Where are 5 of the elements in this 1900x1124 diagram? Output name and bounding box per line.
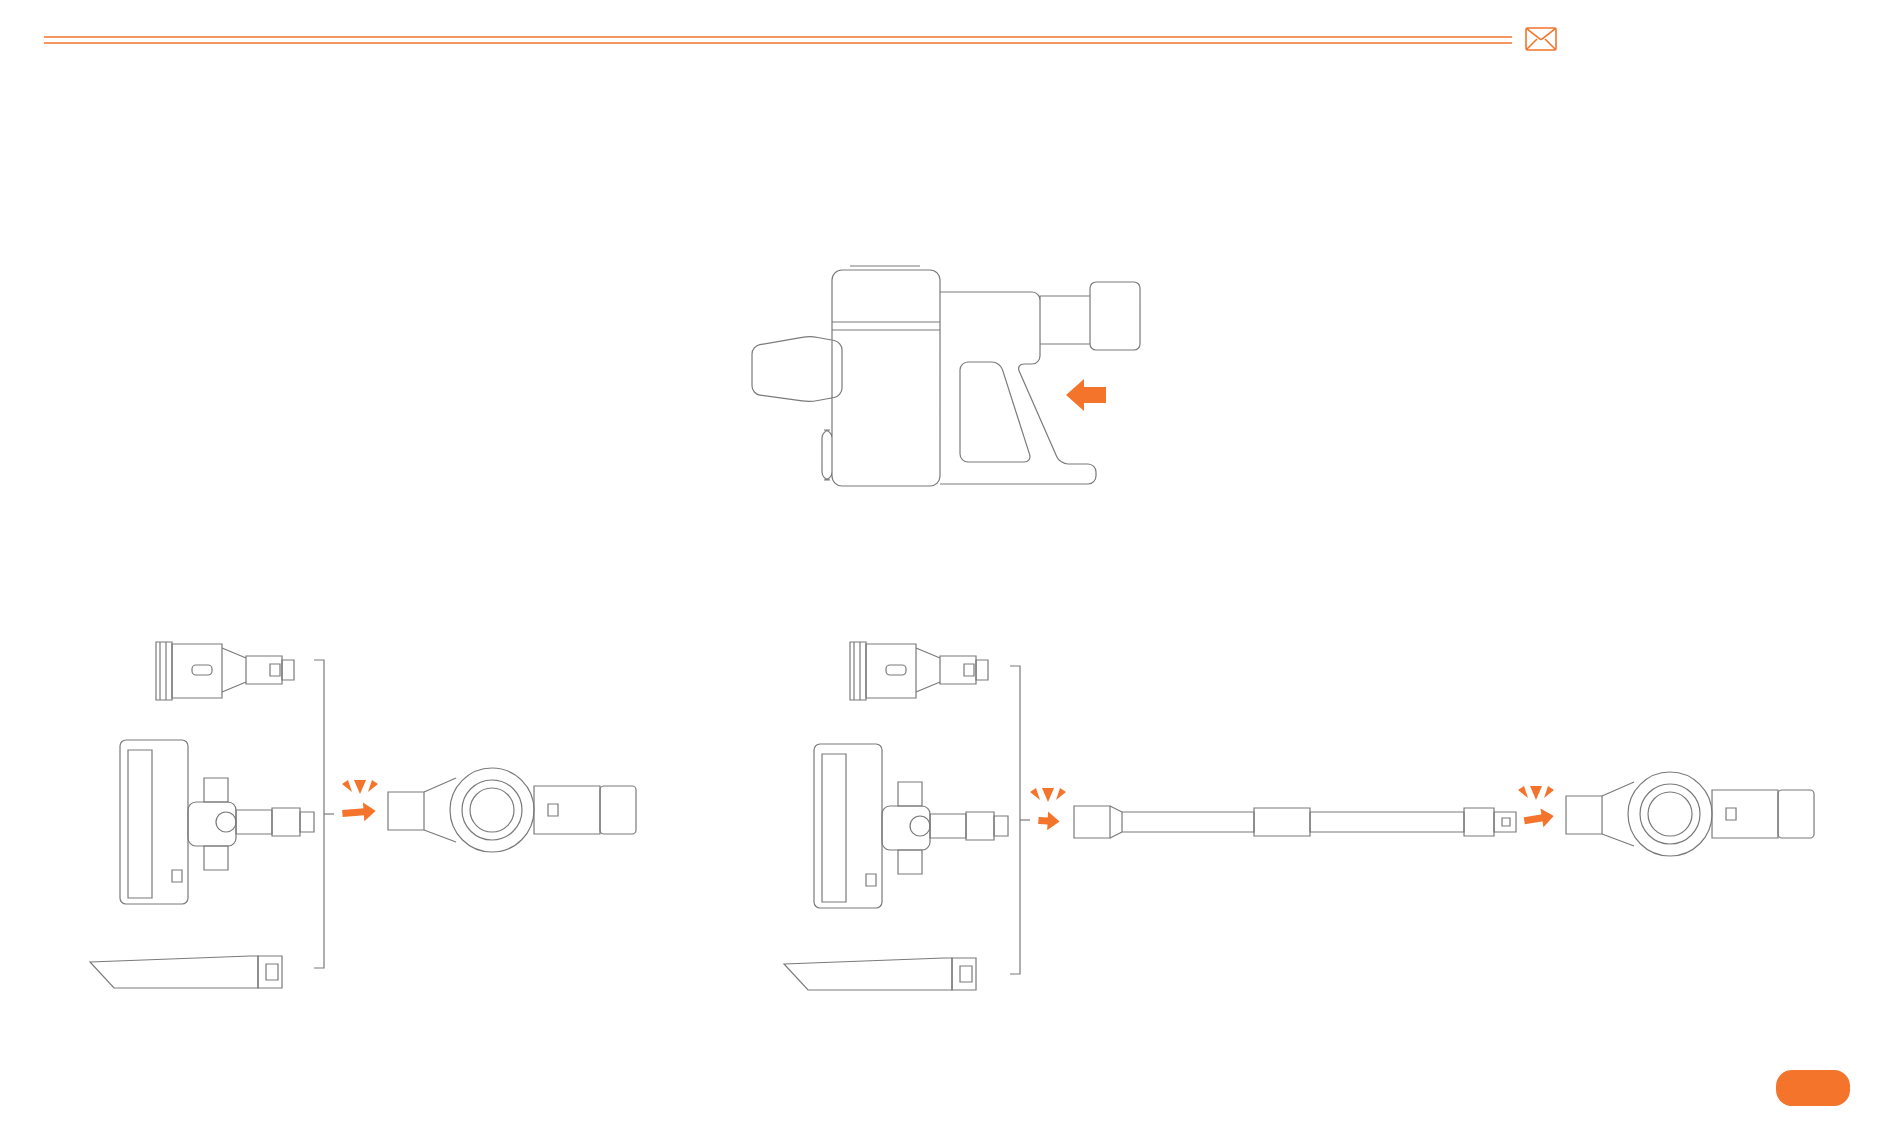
bracket: [313, 659, 335, 969]
bracket: [1009, 665, 1031, 975]
motor-head-drawing: [1565, 771, 1815, 857]
motor-head-drawing: [387, 767, 637, 853]
extension-tube-drawing: [1073, 805, 1517, 839]
